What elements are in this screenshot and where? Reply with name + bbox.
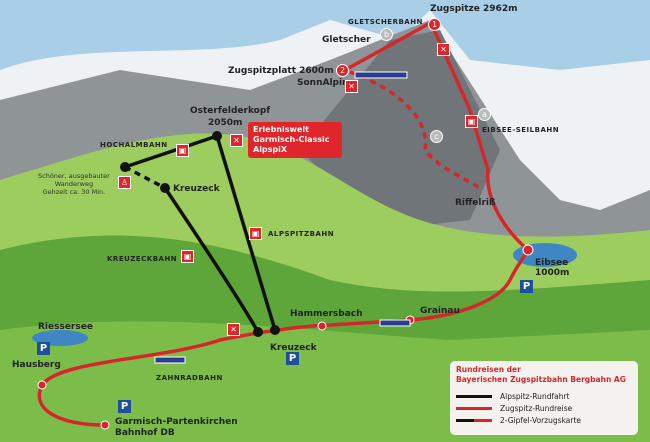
label-kreuzeck-station: Kreuzeck <box>270 343 317 353</box>
label-kreuzeck: Kreuzeck <box>173 184 220 194</box>
restaurant-icon: ✕ <box>345 80 358 93</box>
hochalmbahn-line <box>124 134 218 169</box>
label-riessersee: Riessersee <box>38 322 93 332</box>
restaurant-icon: ✕ <box>230 134 243 147</box>
cable-car-icon: ▣ <box>249 227 262 240</box>
hiking-note: Schöner, ausgebauter Wanderweg Gehzeit c… <box>38 172 110 196</box>
legend-swatch <box>456 407 492 410</box>
legend-item-zugspitz: Zugspitz-Rundreise <box>456 404 638 413</box>
marker-2-icon: 2 <box>336 64 349 77</box>
legend-label: 2-Gipfel-Vorzugskarte <box>500 416 582 425</box>
parking-icon: P <box>37 342 50 355</box>
label-hochalmbahn: HOCHALMBAHN <box>100 141 168 149</box>
legend-label: Alpspitz-Rundfahrt <box>500 392 570 401</box>
kreuzeck-valley-station[interactable] <box>253 327 263 337</box>
label-kreuzeckbahn: KREUZECKBAHN <box>107 255 178 263</box>
gondola-icon: ▣ <box>181 250 194 263</box>
restaurant-icon: ✕ <box>437 43 450 56</box>
train-icons <box>154 71 411 364</box>
legend-title: Bayerischen Zugspitzbahn Bergbahn AG <box>456 375 626 384</box>
kreuzeckbahn-line <box>163 187 260 333</box>
legend-swatch <box>456 419 492 422</box>
legend-item-alpspitz: Alpspitz-Rundfahrt <box>456 392 638 401</box>
label-sonnalpin: SonnAlpin <box>297 78 349 88</box>
label-hausberg: Hausberg <box>12 360 61 370</box>
parking-icon: P <box>286 352 299 365</box>
hiking-path <box>124 165 166 190</box>
marker-1-icon: 1 <box>428 18 441 31</box>
label-eibsee: Eibsee <box>535 258 569 268</box>
hiking-note-line: Gehzeit ca. 30 Min. <box>42 188 106 196</box>
erlebniswelt-callout[interactable]: Erlebniswelt Garmisch-Classic AlpspiX <box>248 122 342 158</box>
gletscherbahn-line <box>344 20 433 72</box>
hiking-note-line: Wanderweg <box>54 180 94 188</box>
label-grainau: Grainau <box>420 306 460 316</box>
label-bahnhof: Bahnhof DB <box>115 428 175 438</box>
label-alpspitzbahn: ALPSPITZBAHN <box>268 230 335 238</box>
label-eibsee-seilbahn: EIBSEE-SEILBAHN <box>482 126 560 134</box>
legend-title: Rundreisen der <box>456 365 521 374</box>
label-zahnradbahn: ZAHNRADBAHN <box>156 374 223 382</box>
marker-a-icon: a <box>478 108 491 121</box>
legend-label: Zugspitz-Rundreise <box>500 404 573 413</box>
osterfelderkopf-station[interactable] <box>212 131 222 141</box>
label-osterfelderkopf: Osterfelderkopf <box>190 106 271 116</box>
cable-car-icon: ▣ <box>176 144 189 157</box>
kreuzeck-summit-station[interactable] <box>160 183 170 193</box>
cable-car-icon: ▣ <box>465 115 478 128</box>
label-hammersbach: Hammersbach <box>290 309 363 319</box>
parking-icon: P <box>520 280 533 293</box>
marker-b-icon: b <box>380 28 393 41</box>
hiker-icon: ♙ <box>118 176 131 189</box>
callout-line: Erlebniswelt <box>253 125 309 134</box>
label-eibsee-alt: 1000m <box>535 268 570 278</box>
hochalm-station[interactable] <box>120 162 130 172</box>
callout-line: Garmisch-Classic <box>253 135 330 144</box>
legend: Rundreisen der Bayerischen Zugspitzbahn … <box>450 361 638 435</box>
parking-icon: P <box>118 400 131 413</box>
callout-line: AlpspiX <box>253 145 288 154</box>
hammersbach-station[interactable] <box>317 321 327 331</box>
hausberg-station[interactable] <box>37 380 47 390</box>
marker-c-icon: c <box>430 130 443 143</box>
label-osterfelderkopf-alt: 2050m <box>208 118 243 128</box>
label-garmisch: Garmisch-Partenkirchen <box>115 417 238 427</box>
legend-item-2-gipfel: 2-Gipfel-Vorzugskarte <box>456 416 638 425</box>
alpspitzbahn-line <box>215 135 277 331</box>
dashed-connection <box>349 70 484 192</box>
hiking-note-line: Schöner, ausgebauter <box>38 172 110 180</box>
alpspitz-valley-station[interactable] <box>270 325 280 335</box>
label-zugspitzplatt: Zugspitzplatt 2600m <box>228 66 334 76</box>
garmisch-station[interactable] <box>100 420 110 430</box>
label-gletscherbahn: GLETSCHERBAHN <box>348 18 423 26</box>
restaurant-icon: ✕ <box>227 323 240 336</box>
label-riffelriss: Riffelriß <box>455 198 496 208</box>
label-gletscher: Gletscher <box>322 35 371 45</box>
legend-swatch <box>456 395 492 398</box>
label-zugspitze: Zugspitze 2962m <box>430 4 518 14</box>
eibsee-station[interactable] <box>522 244 534 256</box>
